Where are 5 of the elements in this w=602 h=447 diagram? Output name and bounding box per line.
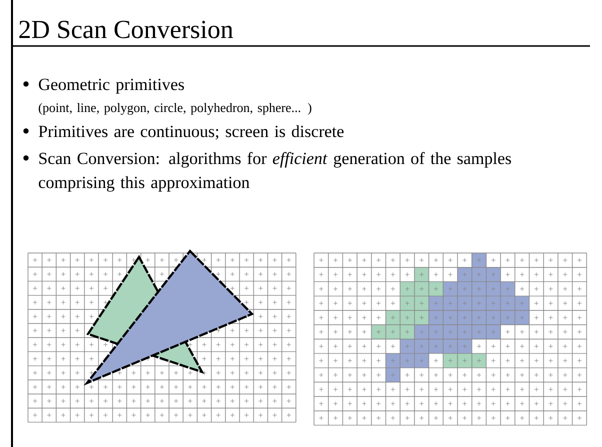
note-text: (point, line, polygon, circle, polyhedron, sphere... ) bbox=[38, 102, 312, 115]
bullet-text: Geometric primitives bbox=[38, 78, 184, 94]
bullet-text: Primitives are continuous; screen is discrete bbox=[38, 125, 344, 140]
slide-title: 2D Scan Conversion bbox=[19, 20, 233, 38]
bullet-text: Scan Conversion: algorithms for efficient generation of the samples comprising this approximation bbox=[38, 152, 511, 192]
